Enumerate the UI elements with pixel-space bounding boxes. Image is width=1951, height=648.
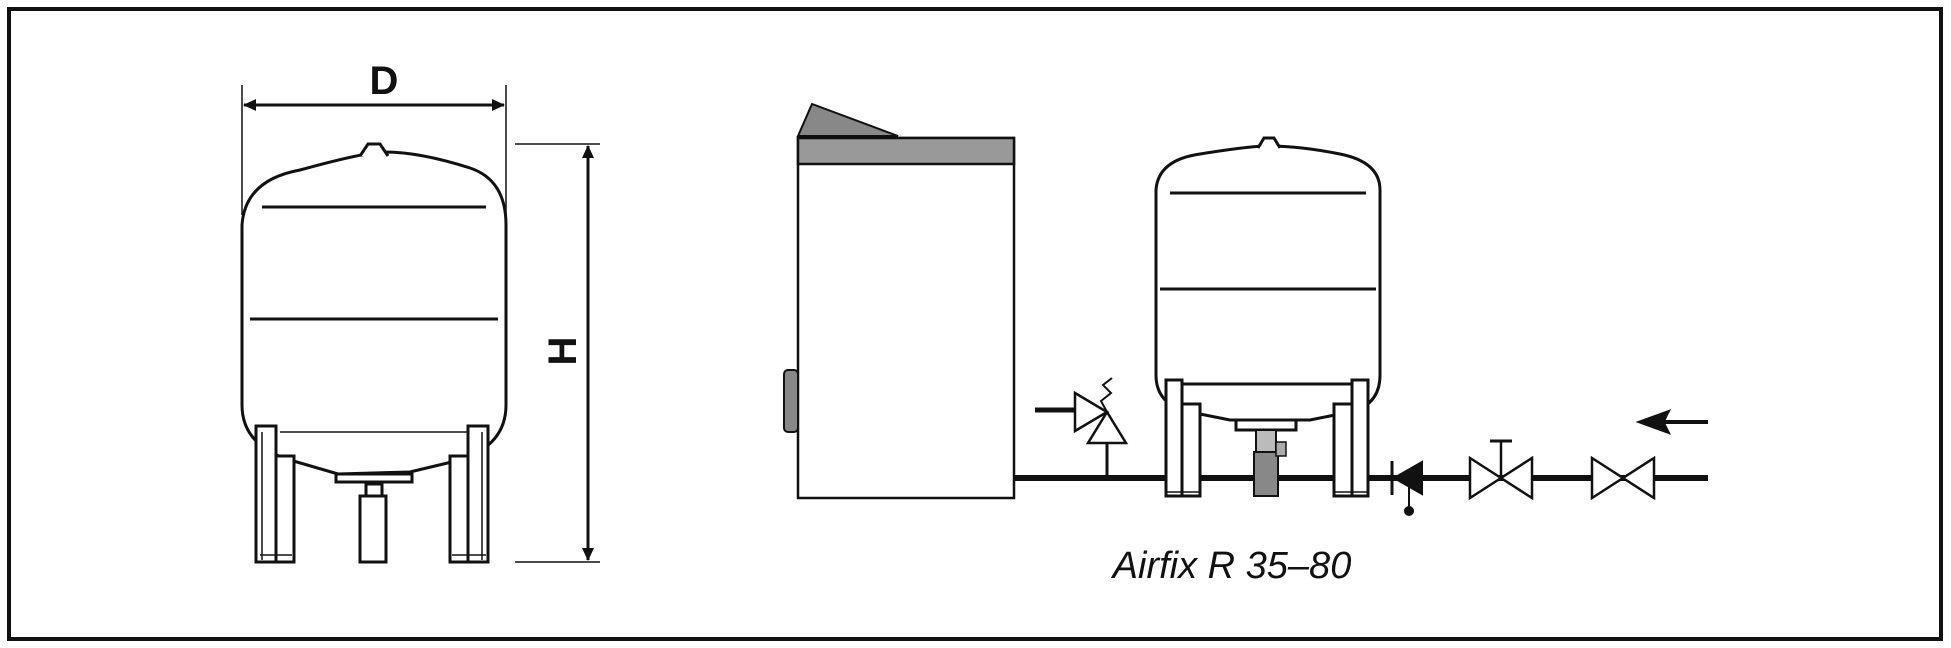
vessel-flange-left xyxy=(334,472,414,484)
installation-schematic: Airfix R 35–80 xyxy=(783,102,1708,587)
check-valve-drain xyxy=(1404,506,1414,516)
boiler-top-band xyxy=(796,136,1016,166)
vessel-leg-1 xyxy=(1164,378,1184,498)
vessel-leg-left-outer xyxy=(254,424,278,564)
cap-valve-handle xyxy=(1275,441,1287,457)
vessel-connector-left xyxy=(364,482,384,498)
check-valve xyxy=(1390,460,1423,516)
cap-valve-top xyxy=(1255,429,1277,453)
safety-valve-lower-triangle xyxy=(1085,409,1129,445)
vessel-body-left xyxy=(240,150,508,476)
vessel-leg-3 xyxy=(1332,402,1354,498)
vessel-top-cap-left xyxy=(358,142,390,157)
vessel-leg-2 xyxy=(1180,402,1202,498)
flow-direction-arrow xyxy=(1635,409,1708,435)
boiler-side-knob xyxy=(783,369,799,433)
diameter-label: D xyxy=(370,59,399,103)
vessel-top-cap-right xyxy=(1256,136,1282,149)
height-label: H xyxy=(541,337,585,366)
vessel-leg-right-outer xyxy=(466,424,490,564)
diagram-caption: Airfix R 35–80 xyxy=(1111,545,1352,587)
boiler-body xyxy=(796,136,1016,500)
boiler xyxy=(783,102,1016,500)
shutoff-valve xyxy=(1468,439,1534,501)
safety-valve-spring xyxy=(1099,377,1113,413)
boiler-lid xyxy=(796,102,899,137)
dimensioned-vessel: D H xyxy=(240,59,600,564)
expansion-vessel xyxy=(1154,136,1382,498)
vessel-leg-right-inner xyxy=(448,454,470,564)
cap-valve-body xyxy=(1253,451,1279,497)
isolation-valve xyxy=(1590,455,1656,501)
vessel-pipe-left xyxy=(358,494,388,564)
vessel-leg-left-inner xyxy=(274,454,296,564)
vessel-body-right xyxy=(1154,144,1382,422)
diagram-frame xyxy=(7,7,1943,641)
vessel-flange-right xyxy=(1234,418,1298,432)
vessel-leg-4 xyxy=(1350,378,1370,498)
safety-valve xyxy=(1035,377,1129,478)
